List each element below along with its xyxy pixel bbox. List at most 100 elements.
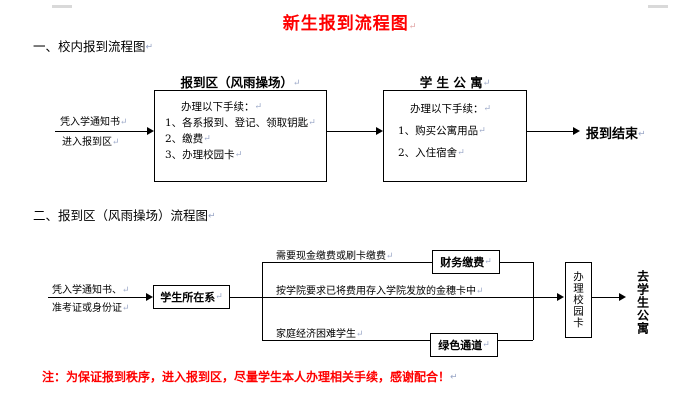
section-2-entry-arrow-line xyxy=(48,297,146,298)
section-2-branch-line-1 xyxy=(262,262,433,263)
registration-area-line-text: 2、缴费 xyxy=(165,133,204,145)
paragraph-mark: ↵ xyxy=(478,126,486,136)
section-2-merge-stem xyxy=(533,297,557,298)
student-apartment-box-header: 学 生 公 寓↵ xyxy=(383,72,527,91)
section-2-end-label-text: 去学生公寓 xyxy=(635,269,650,335)
paragraph-mark: ↵ xyxy=(145,42,154,53)
paragraph-mark: ↵ xyxy=(482,78,491,89)
branch-label-1-text: 需要现金缴费或刷卡缴费 xyxy=(276,251,386,262)
entry-line-1-text: 凭入学通知书、 xyxy=(52,285,122,296)
green-channel-box: 绿色通道↵ xyxy=(430,333,498,357)
registration-area-line: 办理以下手续：↵ xyxy=(165,99,326,115)
section-2-end-arrow-head xyxy=(619,293,626,301)
section-2-split-vertical xyxy=(262,262,263,340)
student-apartment-line: 办理以下手续：↵ xyxy=(398,101,526,117)
paragraph-mark: ↵ xyxy=(450,372,458,383)
page-margin-mark-top-right xyxy=(648,5,668,8)
entry-line-2-text: 进入报到区 xyxy=(62,137,112,148)
section-2-branch-line-2 xyxy=(262,297,533,298)
section-1-end-label: 报到结束↵ xyxy=(586,123,646,142)
registration-area-line-text: 1、各系报到、登记、领取钥匙 xyxy=(165,117,309,129)
section-2-end-line xyxy=(592,297,619,298)
section-2-branch-label-1: 需要现金缴费或刷卡缴费↵ xyxy=(276,247,394,262)
student-apartment-box: 办理以下手续：↵ 1、购买公寓用品↵ 2、入住宿舍↵ xyxy=(383,90,527,182)
section-1-entry-arrow-head xyxy=(147,127,154,135)
paragraph-mark: ↵ xyxy=(203,134,211,144)
section-2-entry-line-1: 凭入学通知书、↵ xyxy=(52,281,130,296)
paragraph-mark: ↵ xyxy=(234,150,243,160)
student-apartment-line-text: 1、购买公寓用品 xyxy=(398,125,479,137)
section-1-entry-arrow-line xyxy=(55,131,147,132)
paragraph-mark: ↵ xyxy=(308,118,316,128)
registration-area-box: 办理以下手续：↵ 1、各系报到、登记、领取钥匙↵ 2、缴费↵ 3、办理校园卡↵ xyxy=(154,90,327,182)
paragraph-mark: ↵ xyxy=(215,292,223,302)
branch-label-2-text: 按学院要求已将费用存入学院发放的金穗卡中 xyxy=(276,286,476,297)
section-2-heading: 二、报到区（风雨操场）流程图↵ xyxy=(33,205,216,224)
section-1-entry-line-1: 凭入学通知书↵ xyxy=(60,113,128,128)
entry-line-2-text: 准考证或身份证 xyxy=(52,303,122,314)
registration-area-box-header: 报到区（风雨操场）↵ xyxy=(154,72,327,91)
section-2-merge-vertical xyxy=(533,262,534,340)
section-2-split-stem xyxy=(230,297,262,298)
section-1-connector-line-2 xyxy=(527,131,573,132)
paragraph-mark: ↵ xyxy=(122,285,130,296)
student-apartment-line-text: 办理以下手续： xyxy=(410,103,484,115)
registration-area-line: 2、缴费↵ xyxy=(165,131,326,147)
section-1-connector-arrow-2 xyxy=(573,127,580,135)
paragraph-mark: ↵ xyxy=(638,129,646,140)
paragraph-mark: ↵ xyxy=(408,22,418,32)
finance-payment-box: 财务缴费↵ xyxy=(432,250,500,274)
section-1-heading-text: 一、校内报到流程图 xyxy=(33,39,146,54)
section-2-merge-line-3 xyxy=(498,340,533,341)
section-1-connector-line-1 xyxy=(327,131,376,132)
paragraph-mark: ↵ xyxy=(386,251,394,262)
section-2-branch-line-3 xyxy=(262,340,430,341)
paragraph-mark: ↵ xyxy=(482,340,490,350)
student-apartment-line-text: 2、入住宿舍 xyxy=(398,147,458,159)
registration-area-line-text: 3、办理校园卡 xyxy=(165,149,235,161)
footer-note-text: 注：为保证报到秩序，进入报到区，尽量学生本人办理相关手续，感谢配合！ xyxy=(42,370,451,384)
paragraph-mark: ↵ xyxy=(476,286,484,297)
paragraph-mark: ↵ xyxy=(112,137,120,148)
branch-label-3-text: 家庭经济困难学生 xyxy=(276,329,356,340)
paragraph-mark: ↵ xyxy=(484,257,492,267)
page-title: 新生报到流程图↵ xyxy=(0,9,700,34)
section-2-entry-line-2: 准考证或身份证↵ xyxy=(52,299,130,314)
green-channel-box-text: 绿色通道 xyxy=(438,339,483,352)
paragraph-mark: ↵ xyxy=(254,102,263,112)
section-1-end-label-text: 报到结束 xyxy=(586,127,639,142)
paragraph-mark: ↵ xyxy=(208,211,216,222)
student-apartment-line: 2、入住宿舍↵ xyxy=(398,145,526,161)
page-title-text: 新生报到流程图 xyxy=(282,14,409,34)
paragraph-mark: ↵ xyxy=(122,303,130,314)
section-1-entry-line-2: 进入报到区↵ xyxy=(62,133,120,148)
entry-line-1-text: 凭入学通知书 xyxy=(60,117,120,128)
paragraph-mark: ↵ xyxy=(292,78,301,89)
page-margin-mark-top-left xyxy=(52,5,72,8)
paragraph-mark: ↵ xyxy=(356,329,364,340)
registration-area-line-text: 办理以下手续： xyxy=(181,101,255,113)
finance-payment-box-text: 财务缴费 xyxy=(440,256,485,269)
section-2-branch-label-2: 按学院要求已将费用存入学院发放的金穗卡中↵ xyxy=(276,282,484,297)
section-1-connector-arrow-1 xyxy=(376,127,383,135)
section-1-heading: 一、校内报到流程图↵ xyxy=(33,36,153,55)
student-apartment-line: 1、购买公寓用品↵ xyxy=(398,123,526,139)
section-2-entry-arrow-head xyxy=(146,293,153,301)
campus-card-box: 办理校园卡 xyxy=(565,262,592,338)
section-2-merge-line-1 xyxy=(500,262,533,263)
registration-area-line: 3、办理校园卡↵ xyxy=(165,147,326,163)
section-2-end-label: 去学生公寓 xyxy=(630,258,656,346)
section-2-branch-label-3: 家庭经济困难学生↵ xyxy=(276,325,364,340)
section-2-heading-text: 二、报到区（风雨操场）流程图 xyxy=(33,208,209,223)
registration-area-line: 1、各系报到、登记、领取钥匙↵ xyxy=(165,115,326,131)
student-apartment-header-text: 学 生 公 寓 xyxy=(419,75,483,90)
paragraph-mark: ↵ xyxy=(457,148,465,158)
section-2-merge-arrow-head xyxy=(557,293,564,301)
paragraph-mark: ↵ xyxy=(483,104,492,114)
footer-note: 注：为保证报到秩序，进入报到区，尽量学生本人办理相关手续，感谢配合！↵ xyxy=(42,368,458,385)
student-department-box-text: 学生所在系 xyxy=(160,291,216,304)
campus-card-box-text: 办理校园卡 xyxy=(572,271,584,329)
paragraph-mark: ↵ xyxy=(120,117,128,128)
registration-area-header-text: 报到区（风雨操场） xyxy=(180,75,293,90)
